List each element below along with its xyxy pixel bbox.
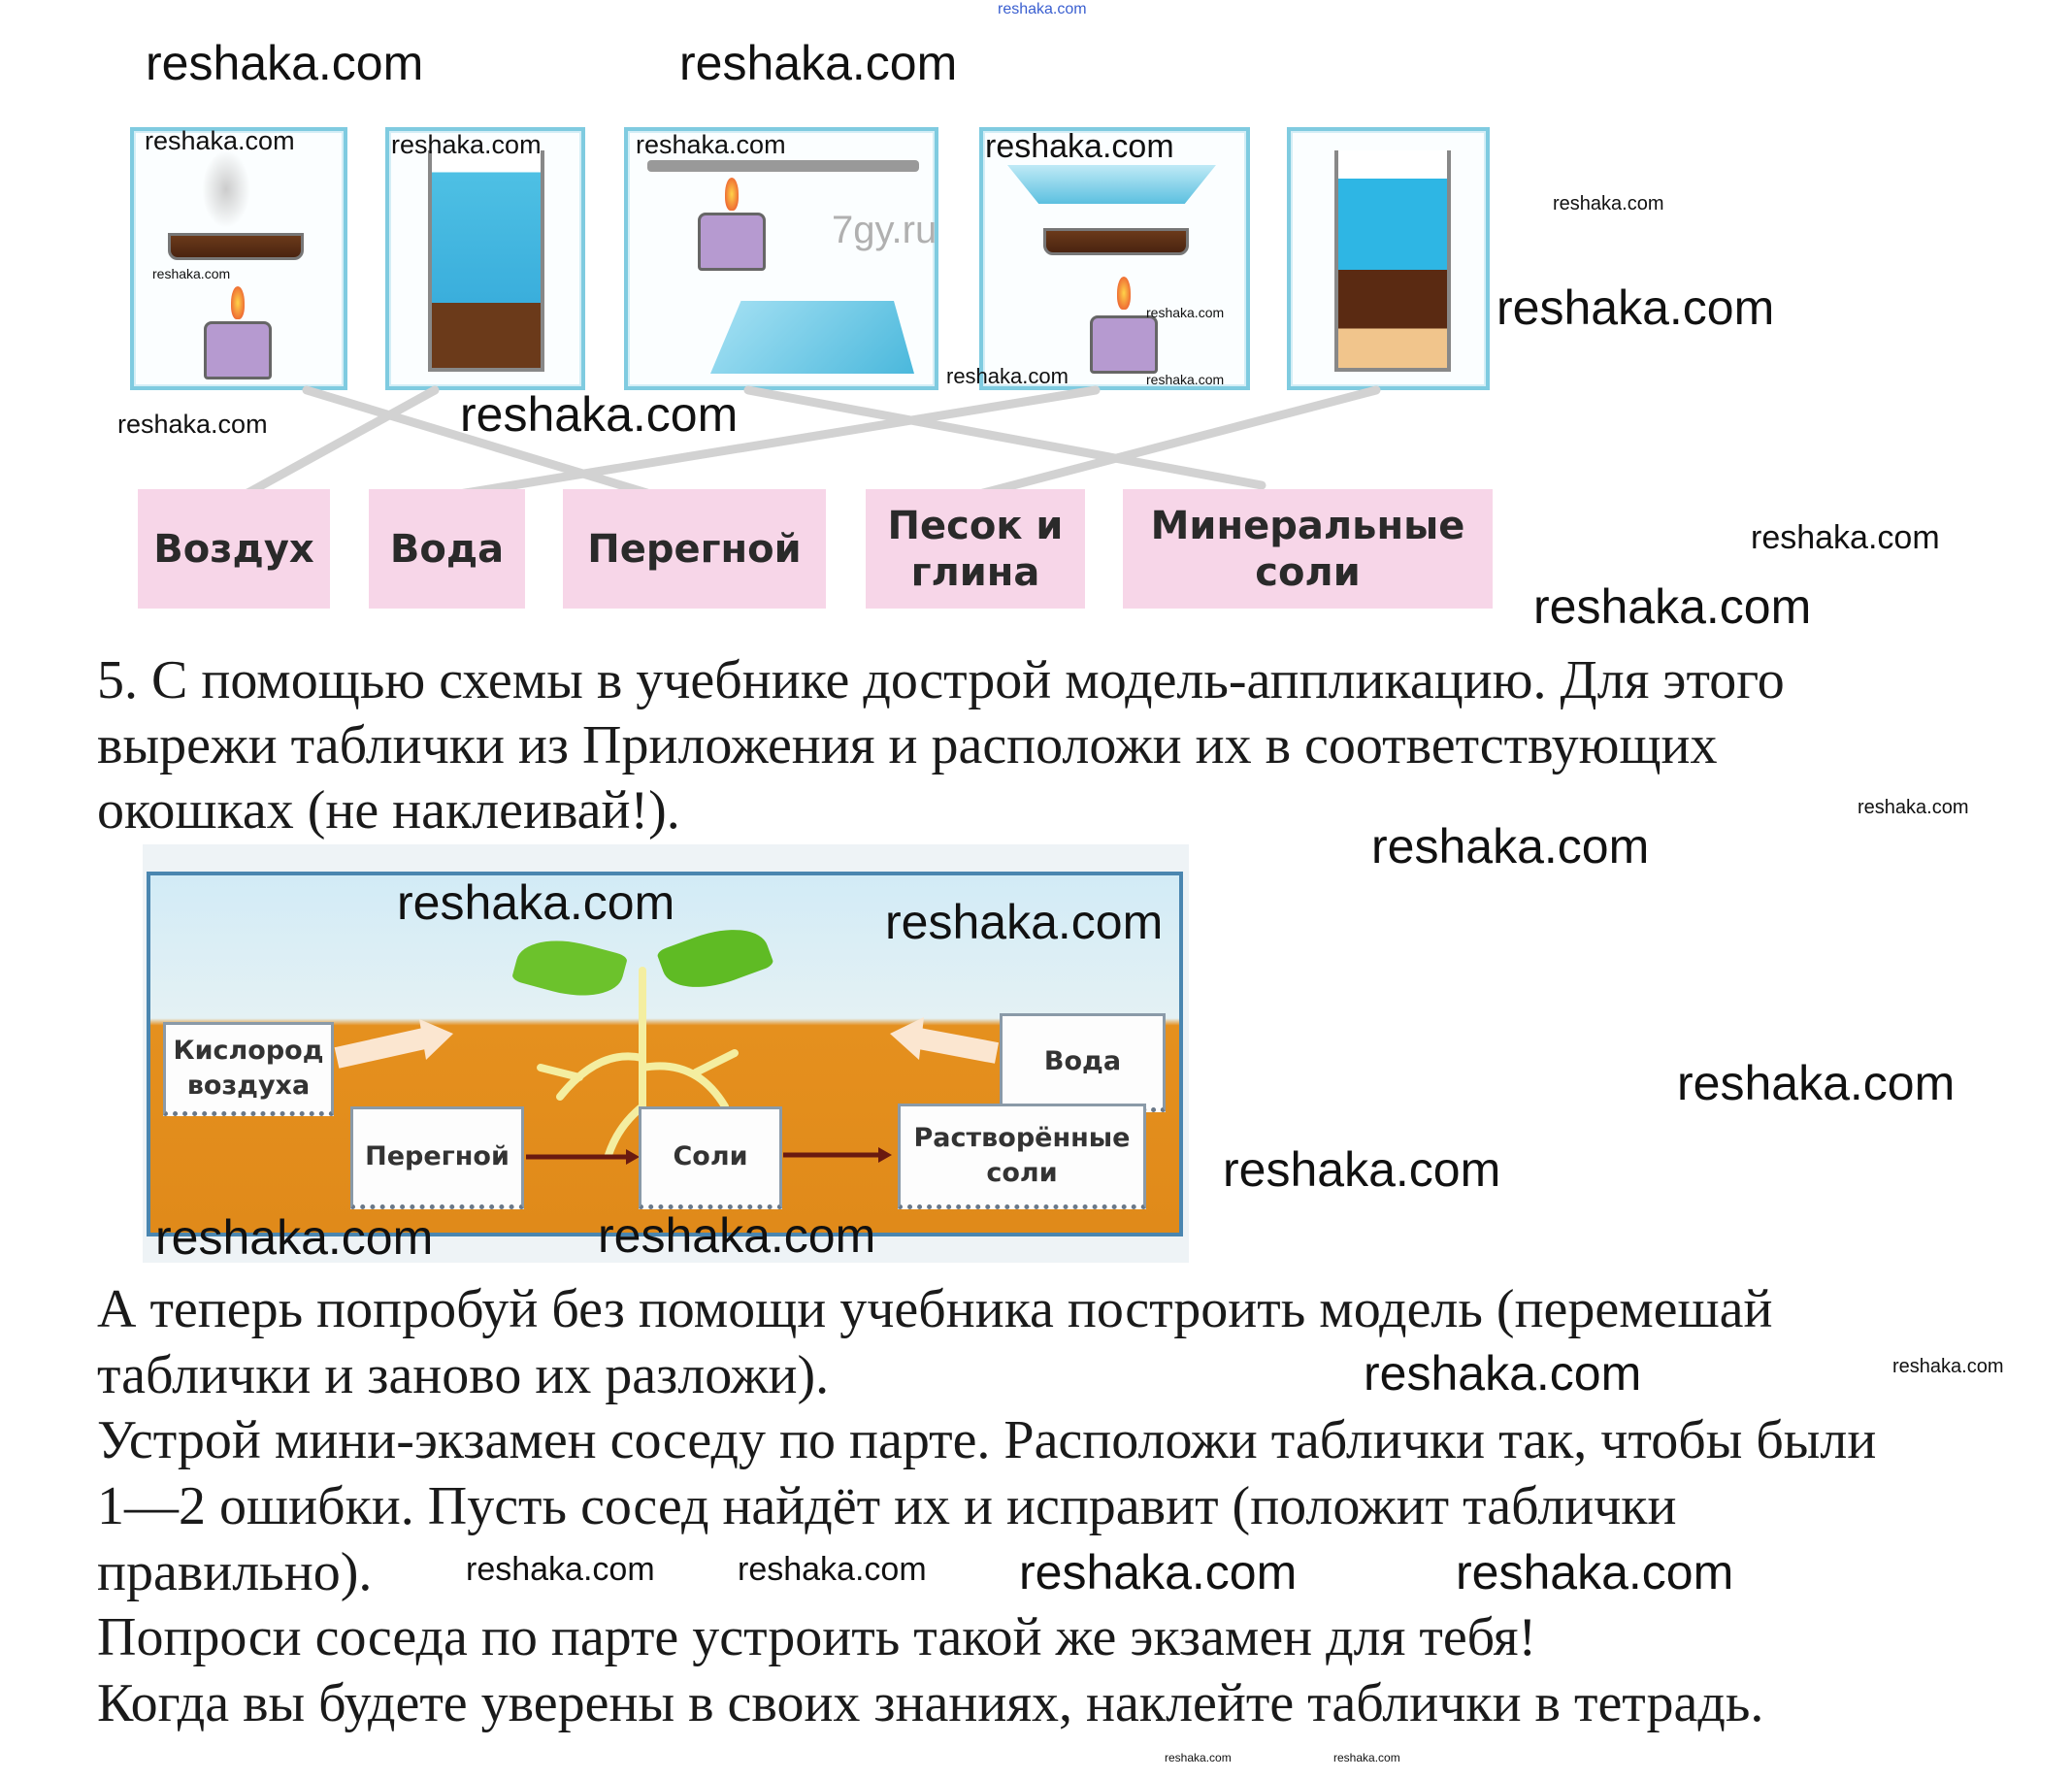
panel-water-experiment — [385, 127, 585, 390]
watermark: reshaka.com — [1146, 372, 1225, 387]
watermark: reshaka.com — [1223, 1142, 1501, 1197]
text-line: Когда вы будете уверены в своих знаниях,… — [97, 1673, 1764, 1733]
watermark: reshaka.com — [145, 126, 295, 155]
watermark: reshaka.com — [1333, 1751, 1400, 1764]
text-line: 5. С помощью схемы в учебнике дострой мо… — [97, 650, 1785, 710]
watermark: reshaka.com — [460, 387, 739, 442]
watermark: reshaka.com — [397, 875, 675, 930]
text-line: Устрой мини-экзамен соседу по парте. Рас… — [97, 1410, 1877, 1470]
glass-layers-icon — [1334, 150, 1451, 372]
watermark: reshaka.com — [636, 130, 786, 159]
flame-icon — [1117, 277, 1131, 310]
watermark: reshaka.com — [738, 1551, 927, 1588]
panel-air-experiment — [130, 127, 347, 390]
panel-mineral-experiment — [979, 127, 1250, 390]
flame-icon — [231, 286, 245, 319]
spirit-lamp-icon — [698, 213, 766, 271]
glass-plate-icon — [1007, 165, 1216, 204]
watermark: reshaka.com — [985, 128, 1174, 165]
watermark: reshaka.com — [391, 130, 542, 159]
label-sand-clay: Песок и глина — [866, 489, 1085, 609]
text-line: правильно). — [97, 1542, 373, 1602]
watermark: reshaka.com — [146, 36, 424, 90]
watermark: reshaka.com — [1892, 1356, 2004, 1377]
label-water: Вода — [369, 489, 525, 609]
watermark: reshaka.com — [155, 1210, 434, 1265]
watermark: reshaka.com — [885, 895, 1164, 949]
glass-with-water-icon — [428, 150, 544, 372]
watermark: reshaka.com — [1496, 280, 1775, 335]
glass-plate-icon — [710, 301, 914, 374]
top-watermark: reshaka.com — [998, 1, 1087, 17]
watermark: reshaka.com — [1553, 193, 1664, 214]
connecting-arrows — [236, 385, 1381, 502]
spirit-lamp-icon — [1090, 315, 1158, 374]
plant-nutrition-model: Кислород воздуха Перегной Соли Вода Раст… — [143, 844, 1189, 1263]
watermark: reshaka.com — [1165, 1751, 1232, 1764]
flow-arrows — [334, 1017, 1000, 1165]
text-line: вырежи таблички из Приложения и располож… — [97, 715, 1718, 775]
text-line: окошках (не наклеивай!). — [97, 780, 680, 841]
watermark: reshaka.com — [152, 266, 231, 281]
source-watermark: 7gy.ru — [832, 209, 937, 251]
tweezers-icon — [647, 160, 919, 172]
box-salts: Соли — [639, 1106, 782, 1209]
box-dissolved-salts: Растворённые соли — [898, 1104, 1146, 1209]
watermark: reshaka.com — [1533, 579, 1812, 634]
watermark: reshaka.com — [1371, 819, 1650, 874]
watermark: reshaka.com — [679, 36, 958, 90]
box-humus: Перегной — [350, 1106, 524, 1209]
watermark: reshaka.com — [117, 410, 268, 439]
soil-dish-icon — [1043, 228, 1189, 255]
panel-heating-experiment: 7gy.ru — [624, 127, 938, 390]
panel-sediment-experiment — [1287, 127, 1490, 390]
watermark: reshaka.com — [466, 1551, 655, 1588]
soil-dish-icon — [168, 233, 304, 260]
label-air: Воздух — [138, 489, 330, 609]
watermark: reshaka.com — [1364, 1346, 1642, 1401]
text-line: таблички и заново их разложи). — [97, 1345, 830, 1405]
box-water: Вода — [1000, 1013, 1166, 1112]
text-line: А теперь попробуй без помощи учебника по… — [97, 1279, 1773, 1339]
watermark: reshaka.com — [1858, 797, 1969, 818]
text-line: 1—2 ошибки. Пусть сосед найдёт их и испр… — [97, 1476, 1677, 1536]
box-air-oxygen: Кислород воздуха — [163, 1022, 334, 1116]
watermark: reshaka.com — [1751, 519, 1940, 556]
watermark: reshaka.com — [1677, 1056, 1956, 1110]
watermark: reshaka.com — [1146, 305, 1225, 320]
flame-icon — [725, 178, 739, 211]
watermark: reshaka.com — [598, 1208, 876, 1263]
watermark: reshaka.com — [1456, 1545, 1734, 1599]
smoke-icon — [202, 150, 250, 228]
watermark: reshaka.com — [946, 364, 1069, 388]
spirit-lamp-icon — [204, 321, 272, 379]
label-mineral-salts: Минеральные соли — [1123, 489, 1493, 609]
label-humus: Перегной — [563, 489, 826, 609]
text-line: Попроси соседа по парте устроить такой ж… — [97, 1607, 1537, 1667]
watermark: reshaka.com — [1019, 1545, 1298, 1599]
